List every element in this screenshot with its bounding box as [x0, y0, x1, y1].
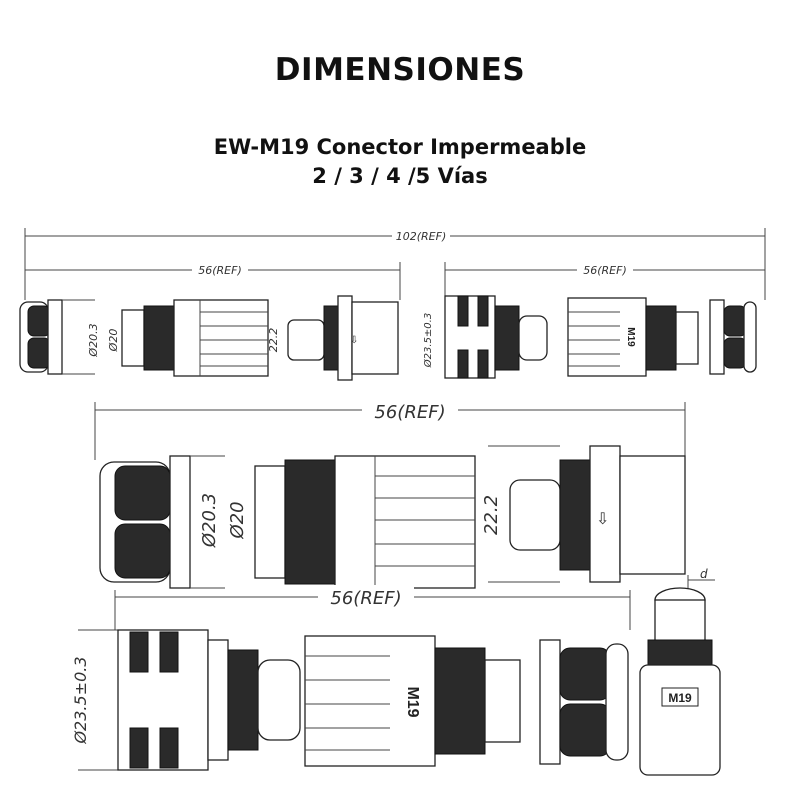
dim-dia-20-3-top: Ø20.3 [87, 323, 100, 357]
model-mark-isometric: M19 [668, 691, 692, 705]
cable-gland-right [709, 299, 757, 375]
connector-isometric-view: d M19 [639, 567, 721, 776]
dimension-bottom: 56(REF) [114, 585, 631, 630]
plug-assembly-middle [99, 455, 476, 589]
dim-dia-23-5-bottom: Ø23.5±0.3 [71, 656, 90, 744]
socket-body-bottom: M19 [304, 635, 521, 767]
dimension-middle: 56(REF) [94, 398, 686, 460]
socket-body-top: M19 [567, 297, 699, 377]
cable-gland-bottom [539, 639, 629, 765]
plug-insert-top: ⇩ [287, 295, 399, 381]
cable-gland-left [19, 299, 63, 375]
dim-56-right-label: 56(REF) [583, 264, 627, 277]
dim-56-middle-label: 56(REF) [374, 402, 445, 423]
dim-56-bottom-label: 56(REF) [330, 588, 401, 609]
dimension-left: 56(REF) [25, 262, 401, 300]
dimension-right: 56(REF) [444, 262, 765, 300]
dim-56-left-label: 56(REF) [198, 264, 242, 277]
dim-22-2-middle: 22.2 [481, 495, 502, 535]
dim-dia-23-5-top: Ø23.5±0.3 [422, 313, 434, 368]
socket-insert-bottom [117, 629, 301, 771]
page-title: DIMENSIONES [274, 52, 526, 88]
dim-102-label: 102(REF) [396, 230, 447, 243]
svg-text:⇩: ⇩ [596, 511, 609, 528]
svg-text:⇩: ⇩ [350, 335, 358, 346]
product-name: EW-M19 Conector Impermeable [213, 135, 587, 159]
model-mark-bottom: M19 [404, 686, 421, 717]
dim-dia-20-3-middle: Ø20.3 [199, 493, 220, 548]
dim-dia-20-middle: Ø20 [227, 501, 248, 539]
dim-dia-20-top: Ø20 [107, 329, 120, 353]
dim-22-2-top: 22.2 [267, 328, 280, 353]
iso-dim-label: d [700, 567, 708, 581]
model-mark-top: M19 [625, 327, 636, 347]
dimension-overall: 102(REF) [24, 228, 766, 300]
plug-insert-middle: ⇩ [509, 445, 686, 583]
plug-body-top [121, 299, 269, 377]
product-ways: 2 / 3 / 4 /5 Vías [312, 164, 488, 188]
socket-insert-top [444, 295, 548, 379]
